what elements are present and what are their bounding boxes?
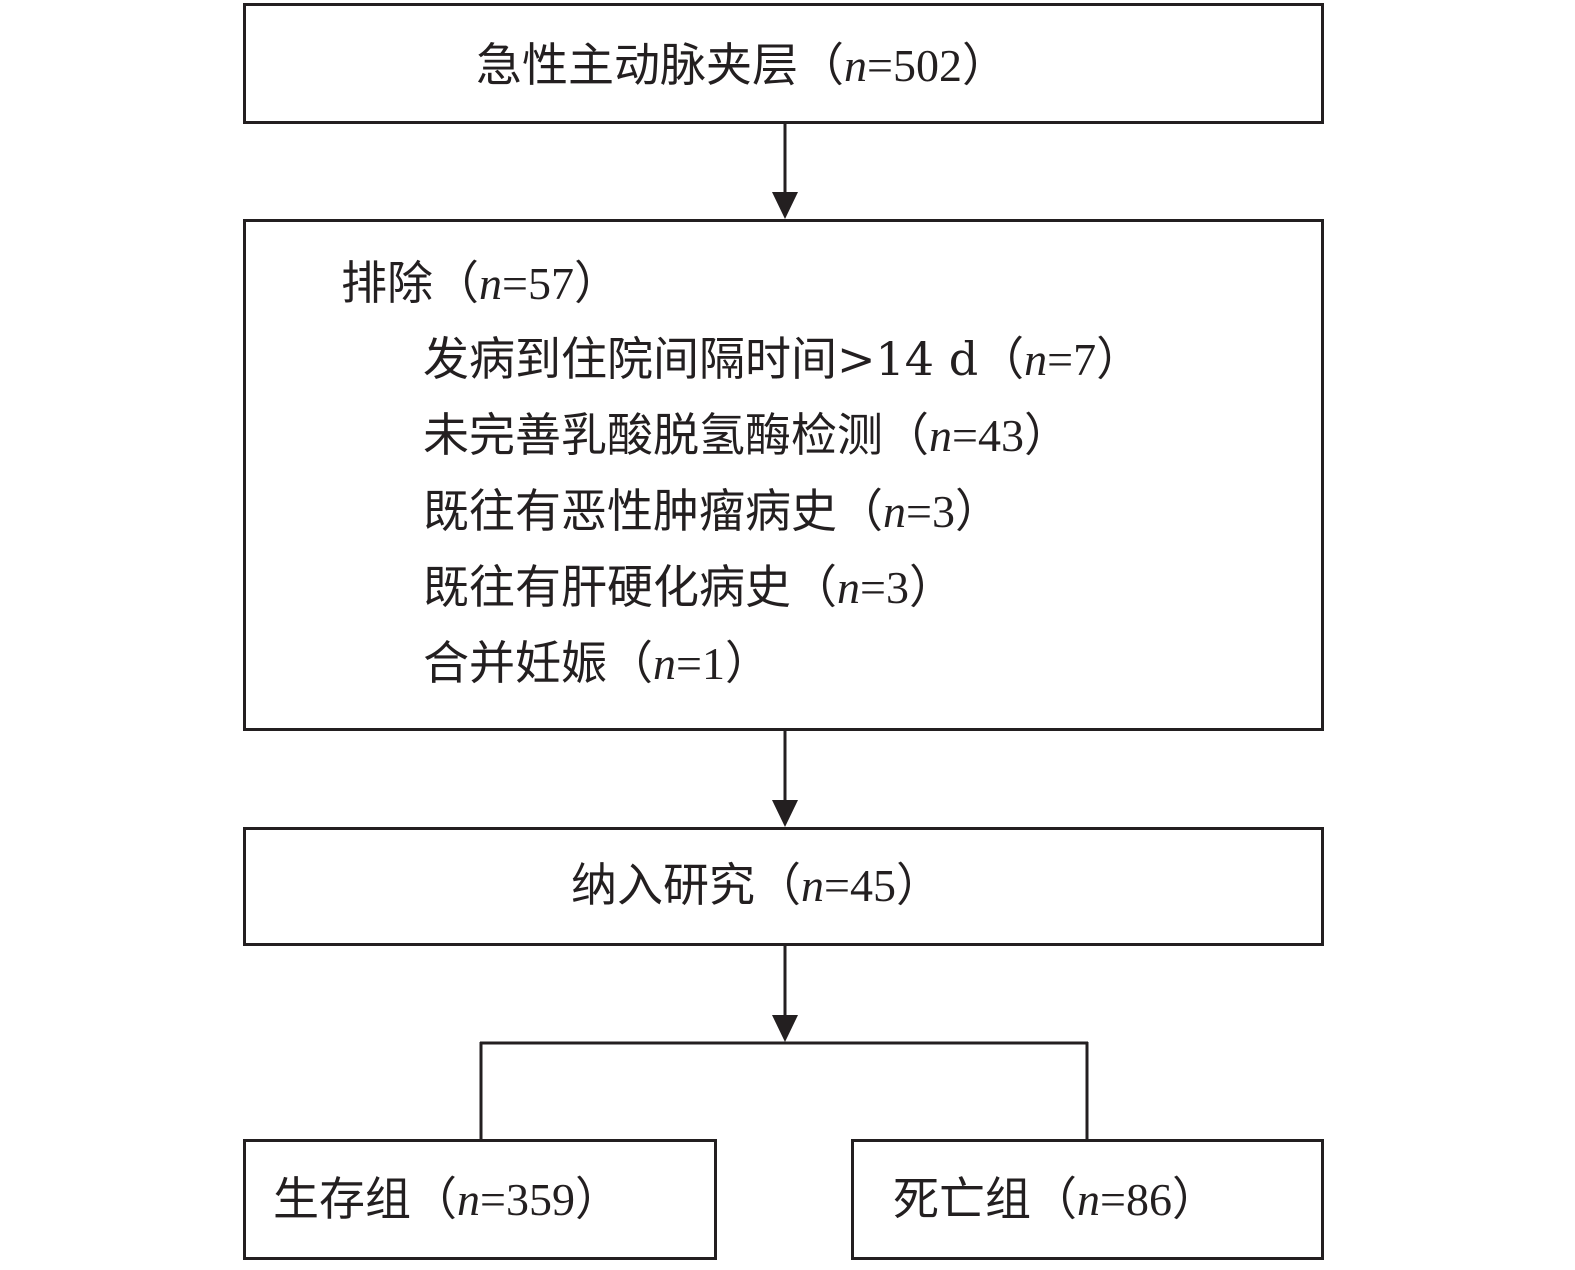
included-text: 纳入研究（n=45） bbox=[571, 862, 942, 909]
exclusion-header-close: ） bbox=[573, 256, 620, 310]
exclusion-item-label: 合并妊娠（ bbox=[423, 636, 653, 690]
death-close: ） bbox=[1171, 1172, 1218, 1226]
arrow-included-to-split bbox=[772, 945, 798, 1042]
box-exclusion: 排除（n=57） 发病到住院间隔时间>14 d（n=7） 未完善乳酸脱氢酶检测（… bbox=[243, 219, 1324, 731]
exclusion-item: 发病到住院间隔时间>14 d（n=7） bbox=[423, 336, 1142, 383]
included-n-symbol: n bbox=[801, 860, 824, 911]
exclusion-item-n-value: =43 bbox=[952, 410, 1024, 461]
exclusion-header-n-symbol: n bbox=[479, 258, 502, 309]
exclusion-item: 既往有肝硬化病史（n=3） bbox=[423, 564, 955, 611]
included-n-value: =45 bbox=[824, 860, 896, 911]
included-label: 纳入研究（ bbox=[571, 858, 801, 912]
exclusion-item: 既往有恶性肿瘤病史（n=3） bbox=[423, 488, 1001, 535]
box-top-text: 急性主动脉夹层（n=502） bbox=[476, 42, 1008, 89]
survival-close: ） bbox=[574, 1172, 621, 1226]
exclusion-item-close: ） bbox=[1096, 332, 1143, 386]
exclusion-item-label: 发病到住院间隔时间>14 d（ bbox=[423, 332, 1025, 386]
exclusion-item-label: 未完善乳酸脱氢酶检测（ bbox=[423, 408, 929, 462]
exclusion-item-n-symbol: n bbox=[653, 638, 676, 689]
death-n-value: =86 bbox=[1100, 1174, 1172, 1225]
exclusion-item-n-symbol: n bbox=[837, 562, 860, 613]
death-text: 死亡组（n=86） bbox=[893, 1176, 1218, 1223]
exclusion-item-n-symbol: n bbox=[1024, 334, 1048, 385]
exclusion-item-n-value: =1 bbox=[676, 638, 725, 689]
exclusion-item: 合并妊娠（n=1） bbox=[423, 640, 771, 687]
box-included-study: 纳入研究（n=45） bbox=[243, 827, 1324, 946]
exclusion-item-n-value: =7 bbox=[1047, 334, 1097, 385]
box-acute-aortic-dissection: 急性主动脉夹层（n=502） bbox=[243, 3, 1324, 124]
exclusion-item-close: ） bbox=[908, 560, 955, 614]
exclusion-header-n-value: =57 bbox=[502, 258, 574, 309]
top-n-symbol: n bbox=[844, 40, 867, 91]
exclusion-item-n-value: =3 bbox=[860, 562, 909, 613]
death-n-symbol: n bbox=[1077, 1174, 1100, 1225]
box-survival-group: 生存组（n=359） bbox=[243, 1139, 717, 1260]
survival-text: 生存组（n=359） bbox=[273, 1176, 621, 1223]
exclusion-header: 排除（n=57） bbox=[341, 260, 620, 307]
survival-n-value: =359 bbox=[480, 1174, 575, 1225]
top-close: ） bbox=[961, 38, 1008, 92]
arrow-top-to-exclusion bbox=[772, 123, 798, 219]
survival-label: 生存组（ bbox=[273, 1172, 457, 1226]
exclusion-item-close: ） bbox=[724, 636, 771, 690]
box-death-group: 死亡组（n=86） bbox=[851, 1139, 1324, 1260]
death-label: 死亡组（ bbox=[893, 1172, 1077, 1226]
top-n-value: =502 bbox=[867, 40, 962, 91]
exclusion-item-n-value: =3 bbox=[906, 486, 955, 537]
exclusion-item-label: 既往有恶性肿瘤病史（ bbox=[423, 484, 883, 538]
exclusion-item-n-symbol: n bbox=[929, 410, 952, 461]
exclusion-header-label: 排除（ bbox=[341, 256, 479, 310]
survival-n-symbol: n bbox=[457, 1174, 480, 1225]
arrow-exclusion-to-included bbox=[772, 730, 798, 827]
exclusion-item-close: ） bbox=[1023, 408, 1070, 462]
included-close: ） bbox=[895, 858, 942, 912]
top-label: 急性主动脉夹层（ bbox=[476, 38, 844, 92]
exclusion-item: 未完善乳酸脱氢酶检测（n=43） bbox=[423, 412, 1070, 459]
exclusion-item-n-symbol: n bbox=[883, 486, 906, 537]
exclusion-item-close: ） bbox=[954, 484, 1001, 538]
split-connector bbox=[479, 1041, 1089, 1140]
exclusion-item-label: 既往有肝硬化病史（ bbox=[423, 560, 837, 614]
